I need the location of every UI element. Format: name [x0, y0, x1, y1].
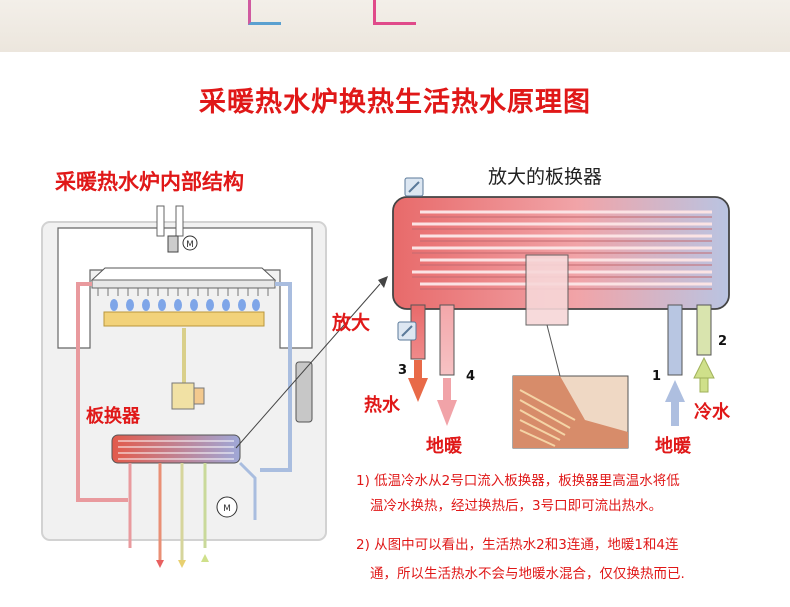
gas-valve — [171, 382, 205, 410]
primary-heat-exchanger — [90, 267, 277, 296]
fan-motor-label: M — [186, 240, 194, 250]
port-2-pipe — [696, 304, 712, 356]
flow-arrow-cold-water — [693, 356, 715, 393]
expansion-tank — [295, 361, 313, 423]
magnified-exchanger — [392, 196, 730, 326]
port-1-pipe — [667, 304, 683, 376]
flow-arrow-hot-water — [408, 360, 428, 402]
exchanger-label: 板换器 — [86, 406, 140, 427]
zoom-label: 放大 — [332, 312, 371, 334]
port-4-label: 4 — [466, 369, 476, 384]
fan-motor — [167, 235, 198, 253]
floor-heat-right-label: 地暖 — [655, 436, 691, 457]
valve-icon — [397, 177, 424, 341]
port-1-label: 1 — [652, 369, 662, 384]
port-2-label: 2 — [718, 334, 728, 349]
note-line: 2) 从图中可以看出，生活热水2和3连通，地暖1和4连 — [356, 537, 679, 553]
flow-arrow-floor-heat-out — [437, 378, 457, 426]
outlet-pipes — [128, 461, 257, 560]
banner-decoration — [248, 0, 281, 25]
small-plate-heat-exchanger — [111, 434, 241, 464]
zoom-inset — [512, 324, 629, 449]
page-title: 采暖热水炉换热生活热水原理图 — [199, 87, 591, 118]
cold-water-label: 冷水 — [694, 402, 730, 423]
pump-motor-label: M — [223, 504, 231, 514]
hot-water-label: 热水 — [364, 395, 400, 416]
flow-arrow-floor-heat-in — [665, 380, 685, 426]
pipe-flow-arrow — [156, 554, 209, 568]
zoom-arrow — [235, 276, 388, 449]
note-line: 通，所以生活热水不会与地暖水混合，仅仅换热而已. — [370, 566, 685, 582]
flue-pipe — [156, 205, 184, 237]
floor-heat-left-label: 地暖 — [426, 436, 462, 457]
port-3-label: 3 — [398, 363, 408, 378]
circulation-pump — [216, 496, 238, 518]
left-heading: 采暖热水炉内部结构 — [55, 170, 244, 194]
note-line: 温冷水换热，经过换热后，3号口即可流出热水。 — [370, 498, 663, 514]
port-4-pipe — [439, 304, 455, 376]
top-banner — [0, 0, 790, 52]
right-heading: 放大的板换器 — [488, 166, 603, 188]
note-line: 1) 低温冷水从2号口流入板换器，板换器里高温水将低 — [356, 473, 680, 489]
burner — [103, 299, 265, 327]
banner-decoration — [373, 0, 416, 25]
